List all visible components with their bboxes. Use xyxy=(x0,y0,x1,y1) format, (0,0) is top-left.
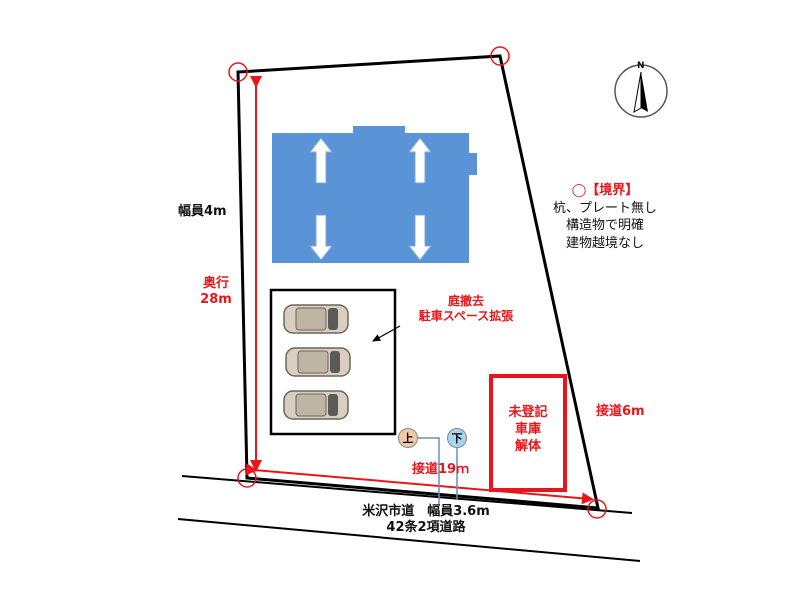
garage-note: 未登記 車庫 解体 xyxy=(495,405,561,456)
parking-note-line1: 庭撤去 xyxy=(447,294,484,308)
boundary-note: ◯【境界】 杭、プレート無し 構造物で明確 建物越境なし xyxy=(545,182,665,252)
parking-note: 庭撤去 駐車スペース拡張 xyxy=(396,294,536,324)
parking-area-box xyxy=(269,288,397,436)
left-road-width-label: 幅員4m xyxy=(178,204,227,219)
car-icon xyxy=(283,304,349,334)
boundary-note-line2: 構造物で明確 xyxy=(565,218,644,234)
up-direction-badge: 上 xyxy=(398,428,418,448)
road-label-line1: 米沢市道 幅員3.6m xyxy=(362,504,490,519)
frontage-dimension-arrow xyxy=(245,463,594,505)
corner-marker xyxy=(237,468,257,488)
arrow-up-icon xyxy=(407,137,433,184)
up-direction-line xyxy=(416,437,440,505)
road-edge-lower xyxy=(177,518,641,562)
road-label-line2: 42条2項道路 xyxy=(386,520,466,536)
car-icon xyxy=(283,390,349,420)
boundary-note-line3: 建物越境なし xyxy=(565,235,644,251)
road-label: 米沢市道 幅員3.6m 42条2項道路 xyxy=(346,504,506,537)
garage-note-line2: 車庫 xyxy=(514,421,541,437)
arrow-down-icon xyxy=(407,214,433,261)
frontage-bottom-label: 接道19ｍ xyxy=(412,462,470,477)
car-icon xyxy=(285,347,351,377)
arrow-up-icon xyxy=(308,137,334,184)
garage-note-line3: 解体 xyxy=(514,438,541,454)
boundary-note-line1: 杭、プレート無し xyxy=(552,200,657,216)
depth-label-line2: 28m xyxy=(200,292,232,308)
arrow-down-icon xyxy=(308,214,334,261)
corner-marker xyxy=(587,499,607,519)
depth-label-line1: 奥行 xyxy=(202,276,229,291)
parking-pointer-arrow xyxy=(371,325,401,342)
depth-label: 奥行 28m xyxy=(196,276,236,309)
corner-marker xyxy=(228,62,248,82)
lot-boundary xyxy=(236,54,600,510)
compass-icon xyxy=(614,64,668,118)
boundary-note-title: ◯【境界】 xyxy=(571,183,639,198)
building-footprint xyxy=(272,126,477,263)
corner-marker xyxy=(490,46,510,66)
compass-north-label: N xyxy=(637,61,645,71)
garage-note-line1: 未登記 xyxy=(508,405,548,420)
down-direction-badge: 下 xyxy=(447,428,467,448)
frontage-right-label: 接道6m xyxy=(596,404,645,419)
parking-note-line2: 駐車スペース拡張 xyxy=(418,309,514,323)
